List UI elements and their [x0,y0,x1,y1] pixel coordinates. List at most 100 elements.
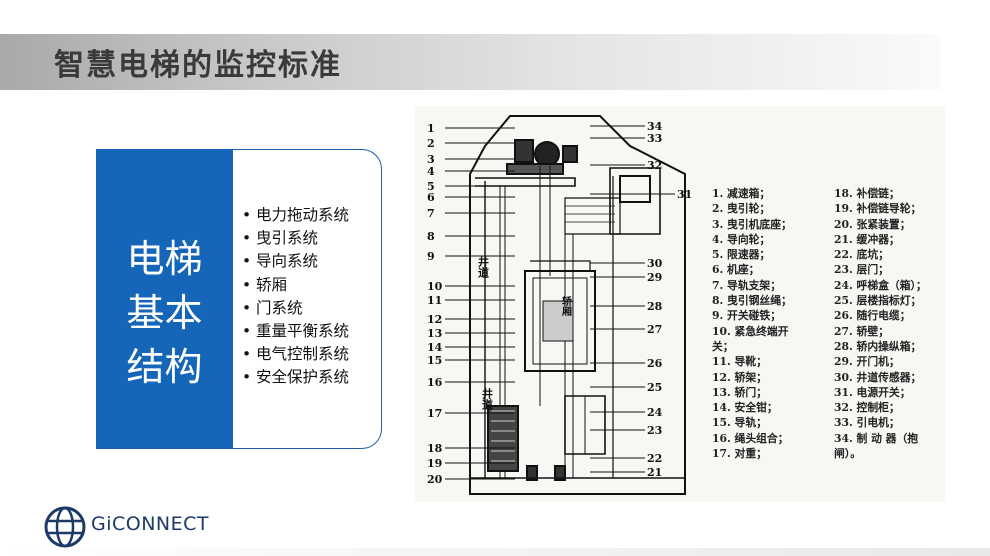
bottom-strip [0,548,990,556]
system-list-label: 导向系统 [256,252,319,271]
legend-item: 2. 曳引轮； [712,202,771,216]
system-list-label: 电气控制系统 [256,345,350,364]
legend-item: 33. 引电机； [834,416,900,430]
legend-item: 25. 层楼指标灯； [834,294,922,308]
control-cabinet-box [609,167,661,235]
legend-item: 23. 层门； [834,263,889,277]
traction-sheave [534,141,560,167]
counterweight [487,405,519,472]
structure-card-heading: 电梯 基本 结构 [96,232,233,394]
shaft-label-top: 井道 [477,255,490,279]
title-bar: 智慧电梯的监控标准 [0,34,940,90]
legend-item: 5. 限速器； [712,248,771,262]
system-list-label: 电力拖动系统 [256,206,350,224]
legend-item: 4. 导向轮； [712,232,771,246]
legend-item: 21. 缓冲器； [834,232,900,246]
callout-number: 29 [647,271,662,284]
bullet: • [242,368,252,387]
system-list-label: 轿厢 [256,275,288,294]
system-list-label: 重量平衡系统 [256,322,350,341]
system-list: •电力拖动系统•曳引系统•导向系统•轿厢•门系统•重量平衡系统•电气控制系统•安… [242,204,349,390]
system-list-label: 曳引系统 [256,229,319,248]
callout-number: 20 [427,473,443,486]
legend-item: 30. 井道传感器； [834,370,922,384]
legend-item: 34. 制 动 器（抱 [834,431,919,445]
callout-number: 15 [427,354,442,367]
car-frame [524,270,596,372]
bullet: • [242,206,252,224]
callout-number: 12 [427,313,442,326]
callout-number: 24 [647,406,663,419]
callout-number: 26 [647,357,663,370]
globe-icon [44,506,86,548]
shaft-label-bottom: 井道 [481,387,494,411]
legend-item: 20. 张紧装置； [834,217,911,231]
system-list-item: •门系统 [242,297,349,320]
callout-number: 2 [427,137,435,150]
callout-number: 33 [647,132,662,145]
callout-number: 30 [647,257,663,270]
car-label: 轿厢 [560,295,572,317]
heading-line-3: 结构 [126,345,203,389]
bullet: • [242,252,252,271]
callout-number: 18 [427,442,443,455]
bullet: • [242,298,252,317]
callout-number: 19 [427,457,442,470]
legend-item: 7. 导轨支架； [712,278,782,292]
callout-number: 7 [427,207,435,220]
legend-item: 27. 轿壁； [834,324,889,338]
bullet: • [242,345,252,364]
legend-item: 3. 曳引机底座； [712,217,792,231]
legend-item: 1. 减速箱； [712,187,771,200]
bullet: • [242,229,252,248]
legend-item: 29. 开门机； [834,355,900,369]
system-list-item: •轿厢 [242,274,349,297]
system-list-item: •安全保护系统 [242,366,349,389]
callout-number: 28 [647,300,663,313]
callout-number: 6 [427,191,435,204]
legend-column-2: 18. 补偿链；19. 补偿链导轮；20. 张紧装置；21. 缓冲器；22. 底… [834,186,927,461]
legend-item: 13. 轿门； [712,385,767,399]
legend-item: 16. 绳头组合； [712,431,789,445]
callout-number: 34 [647,120,663,133]
bullet: • [242,275,252,294]
legend-item: 8. 曳引钢丝绳； [712,294,792,308]
callout-number: 22 [647,452,662,465]
system-list-item: •重量平衡系统 [242,320,349,343]
machine-base [506,163,564,175]
legend-item: 15. 导轨； [712,416,767,430]
legend-item: 24. 呼梯盒（箱）； [834,278,927,292]
reducer-box [514,139,534,163]
legend-item: 6. 机座； [712,263,760,277]
callout-number: 4 [427,165,435,178]
system-list-item: •曳引系统 [242,227,349,250]
system-list-item: •电气控制系统 [242,343,349,366]
callout-number: 10 [427,280,443,293]
callout-number: 8 [427,230,435,243]
callout-number: 14 [427,341,443,354]
callout-number: 9 [427,250,435,263]
heading-line-1: 电梯 [126,237,203,281]
callout-number: 27 [647,323,662,336]
legend-item: 关； [712,339,734,353]
brand-name: GiCONNECT [91,513,210,535]
callout-number: 31 [677,188,692,201]
system-list-label: 安全保护系统 [256,368,350,387]
legend-item: 31. 电源开关； [834,385,911,399]
legend-item: 10. 紧急终端开 [712,324,789,338]
callout-number: 21 [647,466,662,479]
legend-item: 18. 补偿链； [834,187,900,200]
structure-card-heading-panel: 电梯 基本 结构 [96,149,233,448]
landing-door [564,395,606,455]
system-list-label: 门系统 [256,298,303,317]
callout-number: 23 [647,424,662,437]
legend-item: 闸）。 [834,447,861,461]
system-list-item: •电力拖动系统 [242,204,349,227]
legend-item: 32. 控制柜； [834,401,900,415]
legend-column-1: 1. 减速箱； 2. 曳引轮；3. 曳引机底座；4. 导向轮； 5. 限速器；6. … [712,186,792,461]
callout-number: 3 [427,153,435,166]
